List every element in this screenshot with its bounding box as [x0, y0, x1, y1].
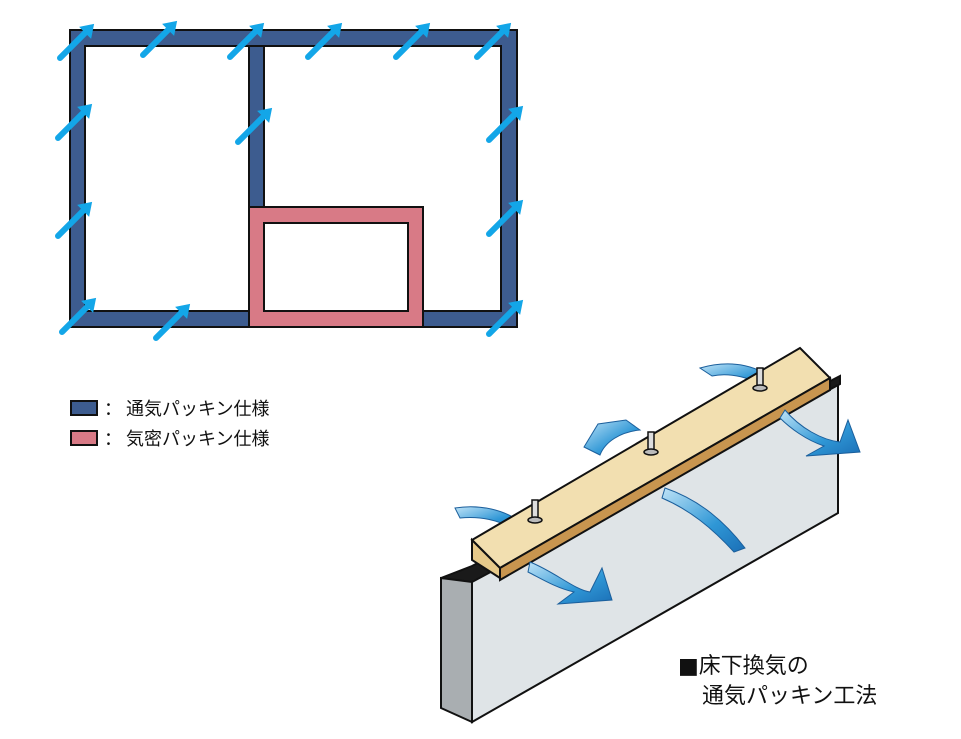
ventilation-arrow-head	[77, 201, 93, 217]
ventilation-arrow-head	[508, 105, 524, 121]
ventilation-arrow-shaft	[227, 27, 260, 60]
ventilation-arrow-shaft	[305, 27, 338, 60]
ventilation-arrows	[55, 20, 524, 341]
ventilation-arrow-head	[508, 299, 524, 315]
ventilation-arrow-shaft	[235, 112, 268, 145]
caption-line-1: ■床下換気の	[678, 652, 877, 682]
ventilation-arrow-shaft	[474, 27, 507, 60]
legend-swatch-airtight	[70, 430, 98, 446]
anchor-bolt	[643, 431, 659, 456]
ventilation-arrow-shaft	[55, 108, 88, 141]
foundation-end-face	[440, 576, 473, 724]
ventilation-arrow-head	[162, 20, 178, 36]
ventilation-arrow-shaft	[486, 110, 519, 143]
ventilation-arrow-shaft	[140, 25, 173, 58]
caption-title: 床下換気の	[698, 654, 809, 679]
legend-label-airtight: 気密パッキン仕様	[126, 429, 270, 450]
caption-marker: ■	[678, 654, 699, 679]
ventilation-arrow-head	[508, 199, 524, 215]
ventilation-arrow-head	[249, 22, 265, 38]
airflow-arrow	[779, 409, 861, 457]
ventilation-arrow-head	[257, 107, 273, 123]
legend-swatch-ventilation	[70, 400, 98, 416]
ventilation-arrow-shaft	[57, 28, 90, 61]
packing-strip	[440, 374, 841, 584]
anchor-bolt	[752, 367, 768, 392]
legend-item-ventilation: ： 通気パッキン仕様	[70, 397, 270, 420]
legend-colon: ：	[104, 429, 122, 450]
airflow-arrow	[583, 419, 642, 456]
floor-plan	[55, 20, 524, 341]
ventilation-arrow-head	[415, 22, 431, 38]
outer-wall-ventilation-packing	[69, 29, 518, 328]
ventilation-arrow-head	[77, 103, 93, 119]
ventilation-arrow-head	[81, 297, 97, 313]
ventilation-arrow-head	[79, 23, 95, 39]
ventilation-arrow-shaft	[393, 27, 426, 60]
airflow-arrow	[527, 561, 613, 605]
caption: ■床下換気の 通気パッキン工法	[678, 652, 877, 712]
ventilation-arrow-head	[496, 22, 512, 38]
legend-colon: ：	[104, 399, 122, 420]
anchor-bolt	[527, 499, 543, 524]
ventilation-arrow-shaft	[486, 304, 519, 337]
foundation-illustration	[440, 346, 861, 724]
ventilation-arrow-shaft	[153, 308, 186, 341]
legend-label-ventilation: 通気パッキン仕様	[126, 399, 270, 420]
wood-sill-side	[499, 376, 831, 582]
airtight-packing-room	[248, 206, 424, 328]
ventilation-arrow-shaft	[59, 302, 92, 335]
ventilation-arrow-head	[175, 303, 191, 319]
airflow-arrow	[661, 487, 746, 553]
ventilation-arrow-shaft	[486, 204, 519, 237]
ventilation-arrow-shaft	[55, 206, 88, 239]
ventilation-arrow-head	[327, 22, 343, 38]
caption-line-2: 通気パッキン工法	[702, 684, 878, 709]
legend-item-airtight: ： 気密パッキン仕様	[70, 427, 270, 450]
